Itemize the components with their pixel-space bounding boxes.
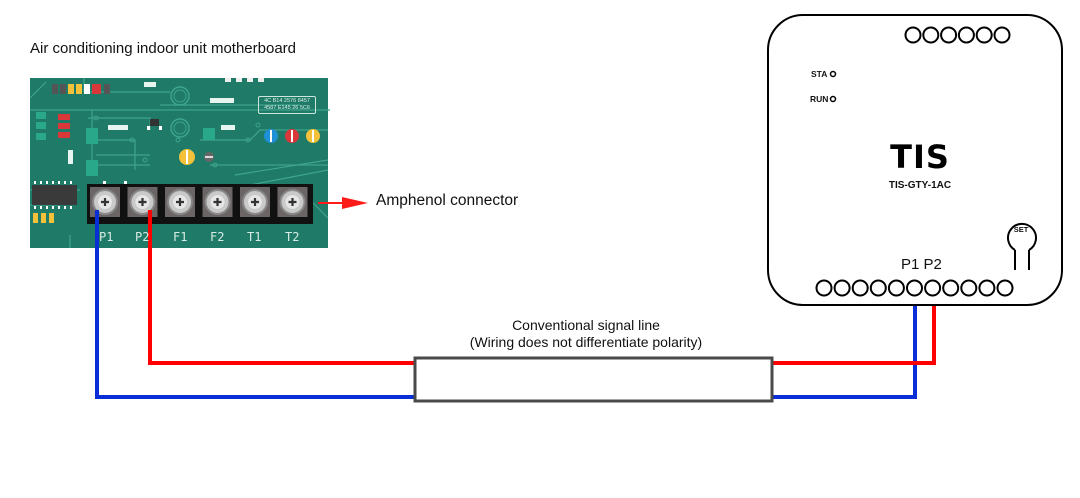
run-led-label: RUN bbox=[810, 94, 829, 104]
terminal-label-t2: T2 bbox=[285, 230, 300, 244]
terminal-hole-icon bbox=[906, 279, 923, 297]
amphenol-connector-label: Amphenol connector bbox=[376, 192, 519, 209]
terminal-hole-icon bbox=[942, 279, 960, 297]
signal-line-title: Conventional signal line bbox=[512, 317, 660, 333]
terminal-hole-icon bbox=[851, 279, 869, 297]
set-button-icon[interactable] bbox=[1007, 222, 1037, 270]
terminal-hole-icon bbox=[833, 279, 851, 297]
pcb-code-line1: 4C B14 2576 8457 bbox=[264, 98, 310, 104]
plus-icon bbox=[251, 198, 259, 206]
motherboard-title: Air conditioning indoor unit motherboard bbox=[30, 40, 296, 57]
connector-arrow bbox=[318, 197, 368, 209]
plus-icon bbox=[213, 198, 222, 206]
signal-line-box bbox=[413, 356, 774, 403]
plus-icon bbox=[288, 198, 297, 206]
sta-led-label: STA bbox=[811, 69, 828, 79]
terminal-hole-icon bbox=[887, 279, 905, 297]
run-led-icon bbox=[829, 95, 837, 103]
terminal-hole-icon bbox=[975, 26, 993, 44]
terminal-hole-icon bbox=[869, 279, 887, 297]
terminal-hole-icon bbox=[960, 279, 978, 297]
terminal-hole-icon bbox=[957, 26, 975, 44]
bottom-terminal-row bbox=[815, 279, 1014, 297]
plus-icon bbox=[101, 198, 109, 206]
top-terminal-row bbox=[904, 26, 1011, 44]
terminal-hole-icon bbox=[815, 279, 833, 297]
device-model: TIS-GTY-1AC bbox=[888, 180, 952, 191]
signal-line-note: (Wiring does not differentiate polarity) bbox=[469, 334, 703, 350]
terminal-label-t1: T1 bbox=[247, 230, 262, 244]
terminal-hole-icon bbox=[924, 279, 942, 297]
tis-gateway-device bbox=[767, 14, 1063, 306]
wire-p1 bbox=[95, 210, 917, 399]
pcb-code-line2: 4587 E145 26 5C6 bbox=[264, 105, 310, 111]
plus-icon bbox=[176, 198, 184, 206]
signal-line-label: Conventional signal line (Wiring does no… bbox=[400, 317, 772, 351]
plus-icon bbox=[138, 198, 147, 206]
terminal-label-p1: P1 bbox=[99, 230, 114, 244]
set-button-label: SET bbox=[1013, 225, 1029, 234]
pcb-code-label: 4C B14 2576 8457 4587 E145 26 5C6 bbox=[258, 96, 316, 114]
terminal-hole-icon bbox=[922, 26, 940, 44]
tis-logo: TIS bbox=[890, 138, 950, 176]
terminal-label-f2: F2 bbox=[210, 230, 225, 244]
terminal-hole-icon bbox=[993, 26, 1011, 44]
terminal-hole-icon bbox=[996, 279, 1014, 297]
terminal-label-p2: P2 bbox=[135, 230, 150, 244]
device-port-labels: P1 P2 bbox=[901, 256, 942, 273]
terminal-label-f1: F1 bbox=[173, 230, 188, 244]
sta-led-icon bbox=[829, 70, 837, 78]
terminal-hole-icon bbox=[940, 26, 958, 44]
terminal-hole-icon bbox=[978, 279, 996, 297]
wire-p2 bbox=[148, 210, 936, 365]
terminal-hole-icon bbox=[904, 26, 922, 44]
amphenol-connector bbox=[87, 184, 313, 224]
